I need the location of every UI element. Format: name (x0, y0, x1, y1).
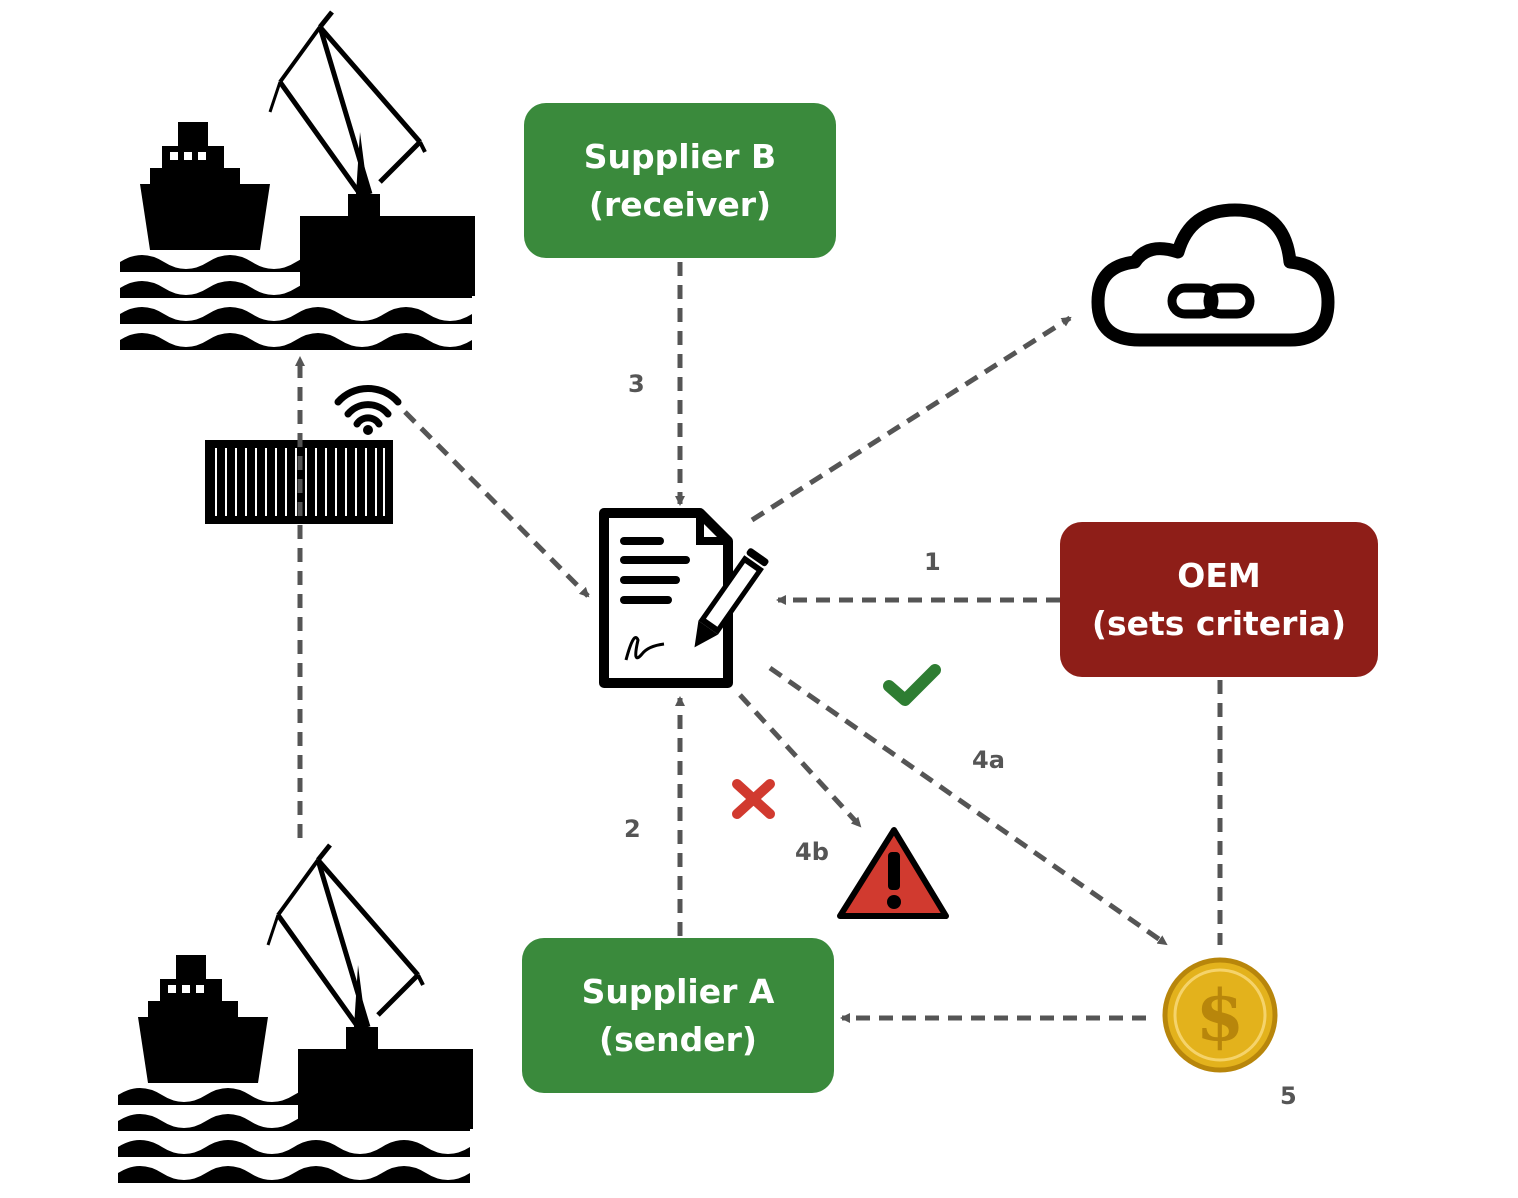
supplier-a-role: (sender) (599, 1019, 757, 1059)
smart-contract-icon (599, 508, 769, 688)
arrow-wifi-to-contract (403, 410, 590, 598)
svg-text:$: $ (1196, 974, 1245, 1057)
supplier-b-name: Supplier B (583, 136, 777, 176)
supplier-b-role: (receiver) (588, 184, 772, 224)
oem-name: OEM (1177, 555, 1261, 595)
oem-box: OEM (sets criteria) (1060, 522, 1378, 677)
step-label-3: 3 (628, 370, 645, 398)
arrow-contract-to-cloud (750, 315, 1072, 523)
arrow-contract-to-payment (768, 665, 1168, 947)
warning-icon (837, 827, 949, 919)
step-label-2: 2 (624, 815, 641, 843)
coin-dollar-icon: $ (1162, 957, 1278, 1073)
oem-role: (sets criteria) (1091, 603, 1347, 643)
step-label-5: 5 (1280, 1082, 1297, 1110)
connectors (295, 262, 1223, 1023)
step-label-4a: 4a (972, 746, 1005, 774)
cloud-link-icon (1091, 203, 1335, 347)
cross-icon (732, 779, 775, 819)
supplier-a-box: Supplier A (sender) (522, 938, 834, 1093)
port-top-icon (120, 12, 475, 350)
wifi-icon (334, 385, 402, 435)
check-icon (883, 664, 941, 706)
step-label-1: 1 (924, 548, 941, 576)
arrow-contract-to-warning (738, 693, 862, 828)
port-bottom-icon (118, 845, 473, 1183)
supplier-b-box: Supplier B (receiver) (524, 103, 836, 258)
step-label-4b: 4b (795, 838, 829, 866)
supplier-a-name: Supplier A (581, 971, 775, 1011)
